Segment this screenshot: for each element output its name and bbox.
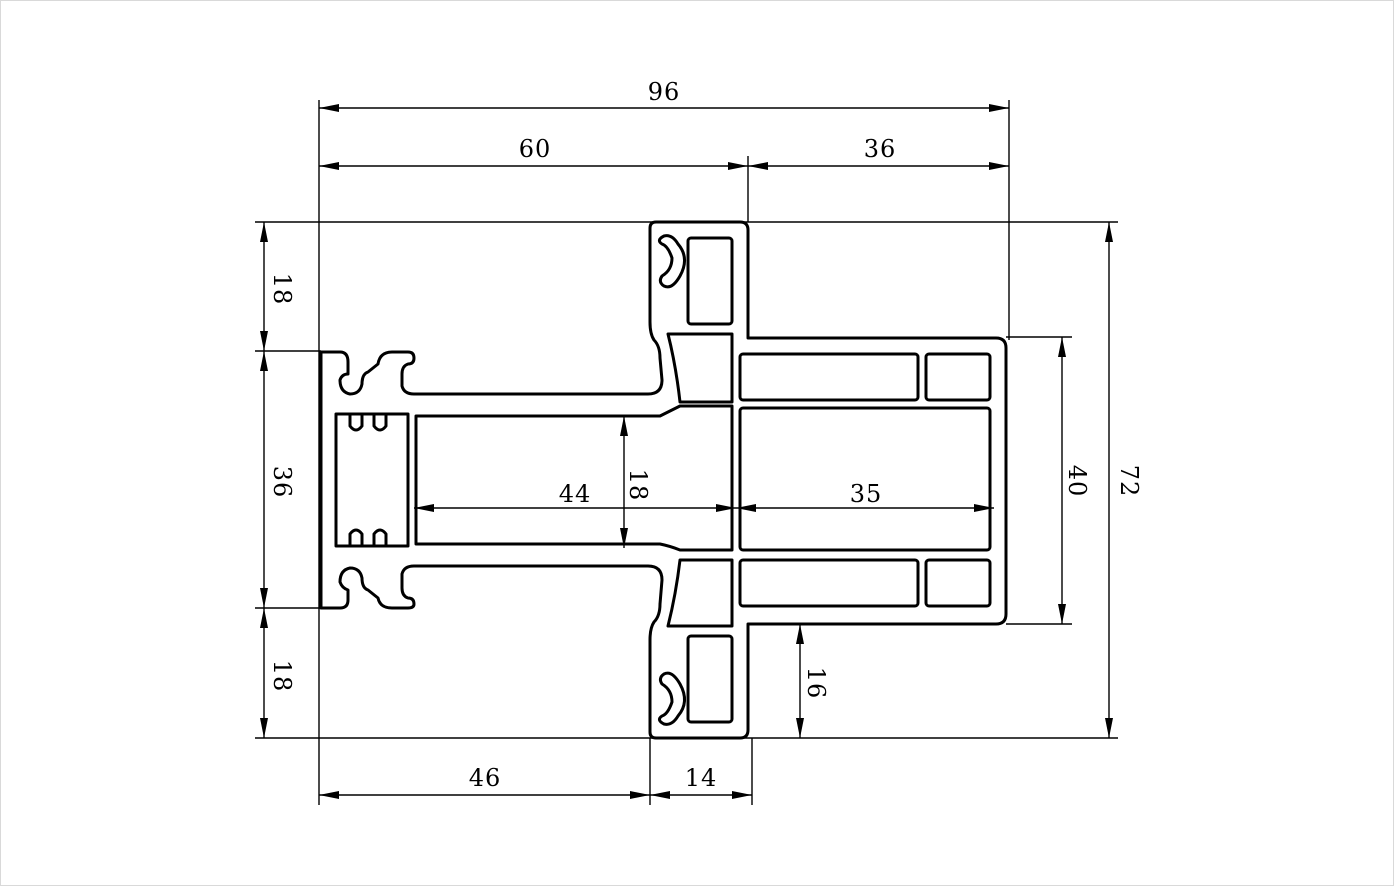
- arrow: [319, 104, 339, 112]
- bottom-hook: [657, 671, 686, 726]
- arrow: [796, 718, 804, 738]
- arrow: [620, 416, 628, 436]
- arrow: [974, 504, 994, 512]
- dim-chamber-width: 44: [559, 480, 592, 508]
- arrow: [1058, 337, 1066, 357]
- arrow: [260, 331, 268, 351]
- dim-right-width: 36: [864, 135, 897, 163]
- arrow: [989, 162, 1009, 170]
- arrow: [260, 588, 268, 608]
- dim-bottom-offset: 18: [268, 660, 296, 693]
- right-chamber: [738, 406, 992, 552]
- left-inner-grooves: [348, 412, 388, 548]
- dim-overall-height: 72: [1115, 465, 1143, 498]
- dim-flange-height: 40: [1063, 465, 1091, 498]
- arrow: [732, 791, 752, 799]
- arrow: [650, 791, 670, 799]
- arrow: [414, 504, 434, 512]
- top-cell: [686, 236, 734, 326]
- arrow: [1105, 222, 1113, 242]
- profile-outer-contour: [319, 220, 1008, 740]
- dim-right-chamber-width: 35: [850, 480, 883, 508]
- central-chamber: [414, 404, 734, 552]
- dim-bottom-left-width: 46: [469, 764, 502, 792]
- dim-chamber-height: 18: [624, 469, 652, 502]
- arrow: [319, 162, 339, 170]
- right-upper-chamber-b: [924, 352, 992, 402]
- right-lower-chamber-a: [738, 558, 920, 608]
- dimension-lines: [255, 100, 1118, 805]
- arrow: [620, 528, 628, 548]
- arrow: [1105, 718, 1113, 738]
- bottom-cell: [686, 634, 734, 724]
- right-lower-chamber-b: [924, 558, 992, 608]
- dim-bottom-lip: 16: [802, 667, 830, 700]
- arrow: [796, 624, 804, 644]
- dim-top-offset: 18: [268, 273, 296, 306]
- dim-bottom-right-width: 14: [685, 764, 718, 792]
- arrow: [260, 222, 268, 242]
- arrow: [989, 104, 1009, 112]
- profile-section: [319, 220, 1008, 740]
- bottom-wedge-cell: [666, 558, 734, 628]
- arrow: [716, 504, 736, 512]
- left-inner-slot: [334, 412, 410, 548]
- arrow: [319, 791, 339, 799]
- right-upper-chamber-a: [738, 352, 920, 402]
- dim-core-height: 36: [268, 466, 296, 499]
- arrow: [728, 162, 748, 170]
- arrow: [736, 504, 756, 512]
- arrow: [260, 718, 268, 738]
- arrow: [748, 162, 768, 170]
- arrow: [630, 791, 650, 799]
- top-hook: [657, 234, 686, 289]
- dimension-labels: 96 60 36 18 36 18 18 44 35 40 72 16 46 1…: [268, 78, 1143, 792]
- arrow: [260, 608, 268, 628]
- arrow: [260, 351, 268, 371]
- dim-left-width: 60: [519, 135, 552, 163]
- top-wedge-cell: [666, 332, 734, 404]
- dim-overall-width: 96: [648, 78, 681, 106]
- arrow: [1058, 604, 1066, 624]
